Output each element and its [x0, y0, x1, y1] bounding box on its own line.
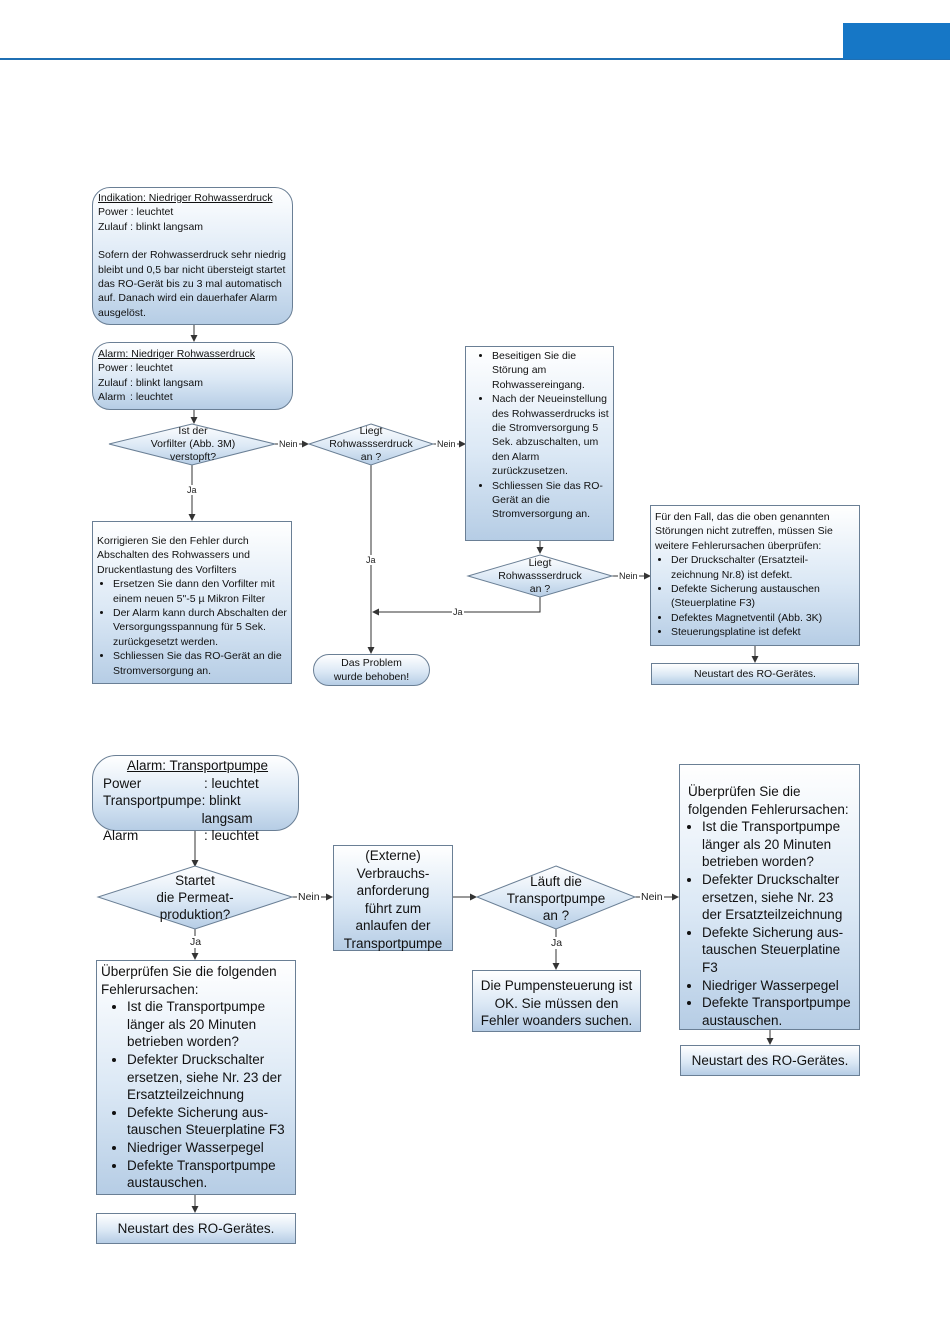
- alarm-row-alarm: Alarm: leuchtet: [98, 391, 173, 404]
- decision-filter-shape: [108, 423, 276, 466]
- label-ja-permeat: Ja: [189, 936, 203, 948]
- check-right-item: Ist die Transportpumpe länger als 20 Min…: [702, 818, 855, 871]
- header-rule: [0, 58, 950, 60]
- label-nein-pressure1: Nein: [436, 439, 457, 449]
- indication-paragraph: Sofern der Rohwasserdruck sehr niedrig b…: [98, 249, 286, 319]
- decision-permeat-text: Startet die Permeat- produktion?: [156, 872, 234, 922]
- remedy-list: Beseitigen Sie die Störung am Rohwassere…: [476, 349, 609, 522]
- solved-box: Das Problem wurde behoben!: [313, 654, 430, 686]
- restart-box-right: Neustart des RO-Gerätes.: [680, 1045, 860, 1076]
- check-left-item: Ist die Transportpumpe länger als 20 Min…: [127, 998, 291, 1051]
- check-right-item: Defekter Druckschalter ersetzen, siehe N…: [702, 871, 855, 924]
- other-cause-item: Defektes Magnetventil (Abb. 3K): [671, 611, 855, 625]
- alarm-box-transportpumpe: Alarm: Transportpumpe Power: leuchtet Tr…: [92, 755, 299, 843]
- pump-ok-box: Die Pumpensteuerung ist OK. Sie müssen d…: [472, 970, 641, 1032]
- check-right-item: Defekte Sicherung aus-tauschen Steuerpla…: [702, 924, 855, 977]
- check-left-item: Defekter Druckschalter ersetzen, siehe N…: [127, 1051, 291, 1104]
- other-causes-intro: Für den Fall, das die oben genannten Stö…: [655, 511, 833, 552]
- indication-title: Indikation: Niedriger Rohwasserdruck: [98, 192, 273, 204]
- other-causes-list: Der Druckschalter (Ersatzteil-zeichnung …: [655, 553, 855, 639]
- check-right-item: Niedriger Wasserpegel: [702, 977, 855, 995]
- decision-pressure1-text: Liegt Rohwassserdruck an ?: [329, 424, 413, 463]
- check-right-intro: Überprüfen Sie die folgenden Fehlerursac…: [688, 784, 849, 817]
- remedy-item: Nach der Neueinstellung des Rohwasserdru…: [492, 392, 609, 478]
- check-left-item: Niedriger Wasserpegel: [127, 1139, 291, 1157]
- fix-list: Ersetzen Sie dann den Vorfilter mit eine…: [97, 577, 287, 678]
- fix-intro: Korrigieren Sie den Fehler durch Abschal…: [97, 535, 250, 576]
- decision-pressure2-text: Liegt Rohwassserdruck an ?: [498, 556, 582, 595]
- label-nein-pressure2: Nein: [618, 571, 639, 581]
- external-request-box: (Externe) Verbrauchs- anforderung führt …: [333, 845, 453, 951]
- indication-line-zulauf: Zulauf : blinkt langsam: [98, 220, 204, 233]
- restart-text: Neustart des RO-Gerätes.: [694, 668, 816, 680]
- alarm-title: Alarm: Niedriger Rohwasserdruck: [98, 348, 255, 360]
- alarm-row-zulauf: Zulauf: blinkt langsam: [98, 376, 203, 389]
- check-left-box: Überprüfen Sie die folgenden Fehlerursac…: [96, 960, 296, 1195]
- decision-filter-text: Ist der Vorfilter (Abb. 3M) verstopft?: [150, 424, 236, 463]
- other-causes-box: Für den Fall, das die oben genannten Stö…: [650, 505, 860, 646]
- fix-item: Schliessen Sie das RO-Gerät an die Strom…: [113, 649, 287, 678]
- label-ja-filter: Ja: [186, 485, 198, 495]
- alarm2-row-pump: Transportpumpe: blinkt langsam: [103, 793, 253, 826]
- alarm2-row-power: Power: leuchtet: [103, 775, 259, 791]
- restart-box-flow1: Neustart des RO-Gerätes.: [651, 663, 859, 685]
- check-left-item: Defekte Transportpumpe austauschen.: [127, 1157, 291, 1192]
- alarm-row-power: Power: leuchtet: [98, 362, 173, 375]
- check-right-list: Ist die Transportpumpe länger als 20 Min…: [688, 818, 855, 1029]
- decision-pump-shape: [475, 865, 637, 930]
- alarm2-row-alarm: Alarm: leuchtet: [103, 828, 259, 844]
- label-ja-pressure2: Ja: [452, 607, 464, 617]
- decision-pressure2-shape: [466, 554, 614, 598]
- check-right-box: Überprüfen Sie die folgenden Fehlerursac…: [679, 764, 860, 1030]
- remedy-item: Schliessen Sie das RO-Gerät an die Strom…: [492, 479, 609, 522]
- label-nein-permeat: Nein: [297, 891, 321, 903]
- decision-pressure1-shape: [307, 423, 435, 466]
- other-cause-item: Steuerungsplatine ist defekt: [671, 625, 855, 639]
- fix-item: Ersetzen Sie dann den Vorfilter mit eine…: [113, 577, 287, 606]
- remedy-item: Beseitigen Sie die Störung am Rohwassere…: [492, 349, 609, 392]
- label-nein-filter: Nein: [278, 439, 299, 449]
- fix-box: Korrigieren Sie den Fehler durch Abschal…: [92, 521, 292, 684]
- fix-item: Der Alarm kann durch Abschalten der Vers…: [113, 606, 287, 649]
- check-left-item: Defekte Sicherung aus-tauschen Steuerpla…: [127, 1104, 291, 1139]
- decision-permeat-shape: [96, 865, 294, 930]
- indication-box: Indikation: Niedriger Rohwasserdruck Pow…: [92, 187, 293, 325]
- decision-pump-text: Läuft die Transportpumpe an ?: [506, 873, 606, 923]
- restart-box-left: Neustart des RO-Gerätes.: [96, 1213, 296, 1244]
- edge-pressure2-solved: [372, 597, 541, 616]
- header-tab: [843, 23, 950, 59]
- restart-left-text: Neustart des RO-Gerätes.: [117, 1221, 275, 1236]
- label-nein-pump: Nein: [640, 891, 664, 903]
- indication-line-power: Power : leuchtet: [98, 206, 174, 219]
- check-left-intro: Überprüfen Sie die folgenden Fehlerursac…: [101, 964, 277, 997]
- check-right-item: Defekte Transportpumpe austauschen.: [702, 994, 855, 1029]
- alarm2-title: Alarm: Transportpumpe: [126, 758, 269, 773]
- alarm-box-rohwasser: Alarm: Niedriger Rohwasserdruck Power: l…: [92, 342, 293, 410]
- other-cause-item: Der Druckschalter (Ersatzteil-zeichnung …: [671, 553, 855, 582]
- check-left-list: Ist die Transportpumpe länger als 20 Min…: [101, 998, 291, 1192]
- remedy-box: Beseitigen Sie die Störung am Rohwassere…: [465, 346, 614, 541]
- label-ja-pump: Ja: [550, 937, 564, 949]
- restart-right-text: Neustart des RO-Gerätes.: [691, 1053, 849, 1068]
- label-ja-pressure1: Ja: [365, 555, 377, 565]
- other-cause-item: Defekte Sicherung austauschen (Steuerpla…: [671, 582, 855, 611]
- pump-ok-text: Die Pumpensteuerung ist OK. Sie müssen d…: [480, 978, 633, 1029]
